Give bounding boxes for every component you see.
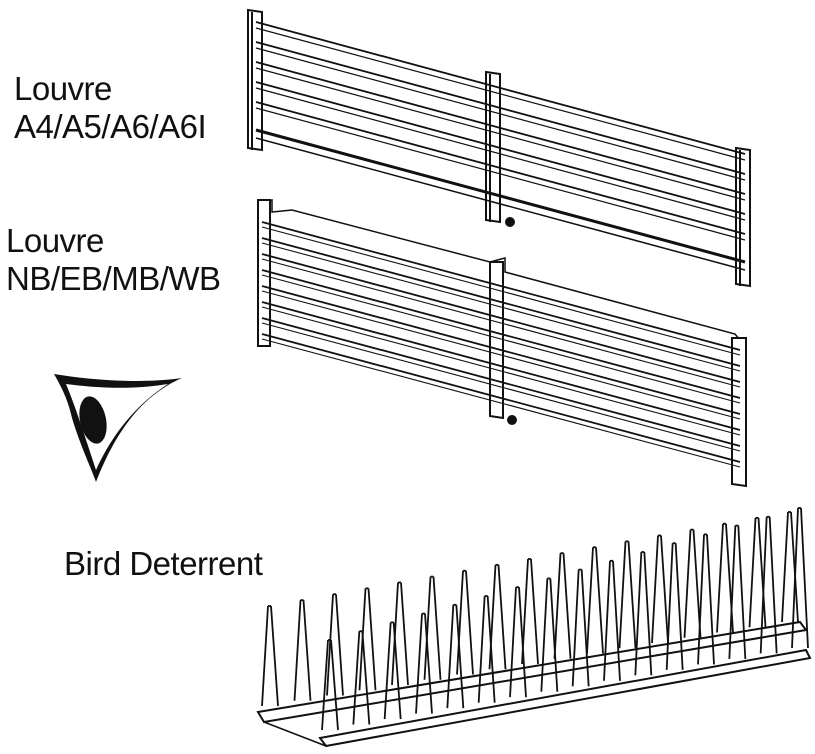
bird-spike — [540, 578, 549, 692]
bird-spike — [643, 551, 653, 676]
bird-spike — [748, 517, 757, 628]
bird-spike — [634, 551, 643, 676]
bird-spike — [261, 605, 269, 707]
bird-spike — [553, 553, 562, 659]
louvre-b-blade-edge — [261, 274, 741, 404]
bird-spike — [800, 507, 809, 649]
bird-spike — [781, 511, 789, 623]
louvre-b-blade — [261, 253, 741, 383]
louvre-a-label: Louvre A4/A5/A6/A6I — [14, 70, 207, 146]
bird-spike — [618, 541, 627, 649]
louvre-a-bar-edge — [255, 27, 746, 161]
bird-spike — [488, 564, 497, 670]
louvre-b-blade-edge — [261, 322, 741, 452]
bird-spike — [415, 613, 423, 714]
louvre-a-bar — [255, 81, 746, 215]
bird-spike — [580, 569, 590, 687]
bird-spike — [432, 576, 442, 680]
louvre-b-blade — [261, 221, 741, 351]
bird-spike — [759, 516, 768, 654]
louvre-b-blade-edge — [261, 338, 741, 468]
louvre-b-label: Louvre NB/EB/MB/WB — [6, 222, 221, 298]
bird-spike — [497, 564, 507, 670]
bird-spike — [612, 560, 621, 681]
bird-spike — [392, 622, 402, 720]
louvre-b-blade — [261, 301, 741, 431]
bird-spike — [706, 534, 715, 665]
bird-spike — [728, 525, 737, 659]
bird-spike — [456, 570, 464, 675]
louvre-b-blade-edge — [261, 226, 741, 356]
bird-spike — [270, 605, 279, 707]
louvre-a-bar-edge — [255, 107, 746, 241]
louvre-b-blade — [261, 269, 741, 399]
bird-spike — [326, 594, 334, 696]
bird-spike — [518, 587, 527, 698]
bird-spike — [757, 517, 767, 628]
eye-logo-icon — [54, 374, 182, 482]
bird-spike — [660, 535, 669, 644]
bird-spike — [737, 525, 747, 659]
louvre-b-blade — [261, 317, 741, 447]
bird-spike — [352, 631, 361, 725]
louvre-b-blade — [261, 333, 741, 463]
bird-spike — [571, 569, 580, 687]
louvre-a-bar-edge — [255, 67, 746, 201]
bird-spike — [697, 534, 705, 665]
bird-spike — [549, 578, 559, 692]
bird-spike — [361, 631, 371, 725]
bird-spike — [716, 523, 724, 633]
bird-spike — [768, 516, 778, 654]
bird-deterrent-label: Bird Deterrent — [64, 545, 263, 582]
bird-spike — [586, 547, 594, 654]
bird-spike — [627, 541, 637, 649]
bird-spike — [683, 529, 692, 638]
louvre-a-bar — [255, 61, 746, 195]
louvre-a-bar — [255, 41, 746, 175]
bird-spike — [674, 543, 684, 670]
bird-spike — [321, 639, 329, 731]
bird-spike — [477, 595, 486, 703]
louvre-b-blade-edge — [261, 242, 741, 372]
bird-spike — [790, 511, 799, 623]
bird-deterrent-drawing — [256, 507, 812, 748]
louvre-b-blade — [261, 285, 741, 415]
bird-spike — [509, 587, 517, 698]
bird-spike — [330, 639, 339, 731]
louvre-a-bar — [255, 21, 746, 155]
bird-spike — [335, 594, 344, 696]
bird-spike — [665, 543, 674, 670]
louvre-a-label-line2: A4/A5/A6/A6I — [14, 108, 207, 145]
bird-spike — [383, 622, 392, 720]
bird-spike — [530, 558, 539, 665]
louvre-a-bar — [255, 101, 746, 235]
bird-spike — [423, 576, 432, 680]
bird-spike — [595, 547, 604, 654]
bird-spike — [455, 604, 465, 709]
louvre-a-label-line1: Louvre — [14, 70, 112, 107]
bird-spike — [486, 595, 496, 703]
bird-spike — [302, 600, 312, 701]
louvre-a-bar-edge — [255, 47, 746, 181]
louvre-a-bar-edge — [255, 87, 746, 221]
bird-spike — [562, 553, 572, 659]
bird-spike — [293, 600, 302, 701]
bird-spike — [424, 613, 433, 714]
bird-spike — [791, 507, 799, 649]
bird-spike — [651, 535, 659, 644]
bird-spike — [446, 604, 455, 709]
louvre-b-label-line2: NB/EB/MB/WB — [6, 260, 221, 297]
louvre-a-drawing — [247, 8, 751, 288]
bird-spike — [465, 570, 474, 675]
louvre-b-blade — [261, 237, 741, 367]
louvre-b-blade-edge — [261, 306, 741, 436]
louvre-b-label-line1: Louvre — [6, 222, 104, 259]
louvre-b-drawing — [257, 199, 747, 488]
louvre-b-blade-edge — [261, 290, 741, 420]
bird-spike — [603, 560, 611, 681]
bird-spike — [400, 582, 409, 686]
louvre-b-blade-edge — [261, 258, 741, 388]
bird-spike — [367, 588, 377, 691]
